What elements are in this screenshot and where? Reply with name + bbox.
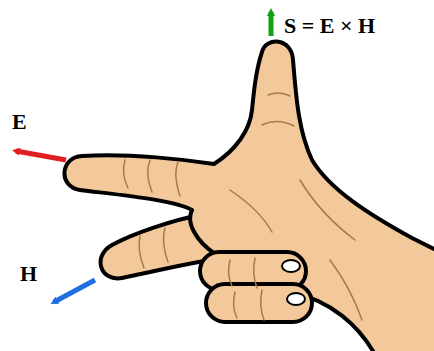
skin-creases bbox=[124, 93, 362, 320]
fingernail bbox=[282, 260, 300, 272]
fingernail bbox=[287, 293, 305, 305]
e-field-arrow bbox=[16, 151, 66, 160]
vector-label: H bbox=[20, 262, 37, 286]
little-finger bbox=[206, 284, 312, 322]
vector-label: E bbox=[12, 110, 27, 134]
vector-equation: S = E × H bbox=[284, 14, 375, 38]
h-field-arrow bbox=[54, 280, 95, 302]
poynting-arrow bbox=[269, 12, 274, 36]
palm-thumb-index bbox=[64, 42, 434, 351]
